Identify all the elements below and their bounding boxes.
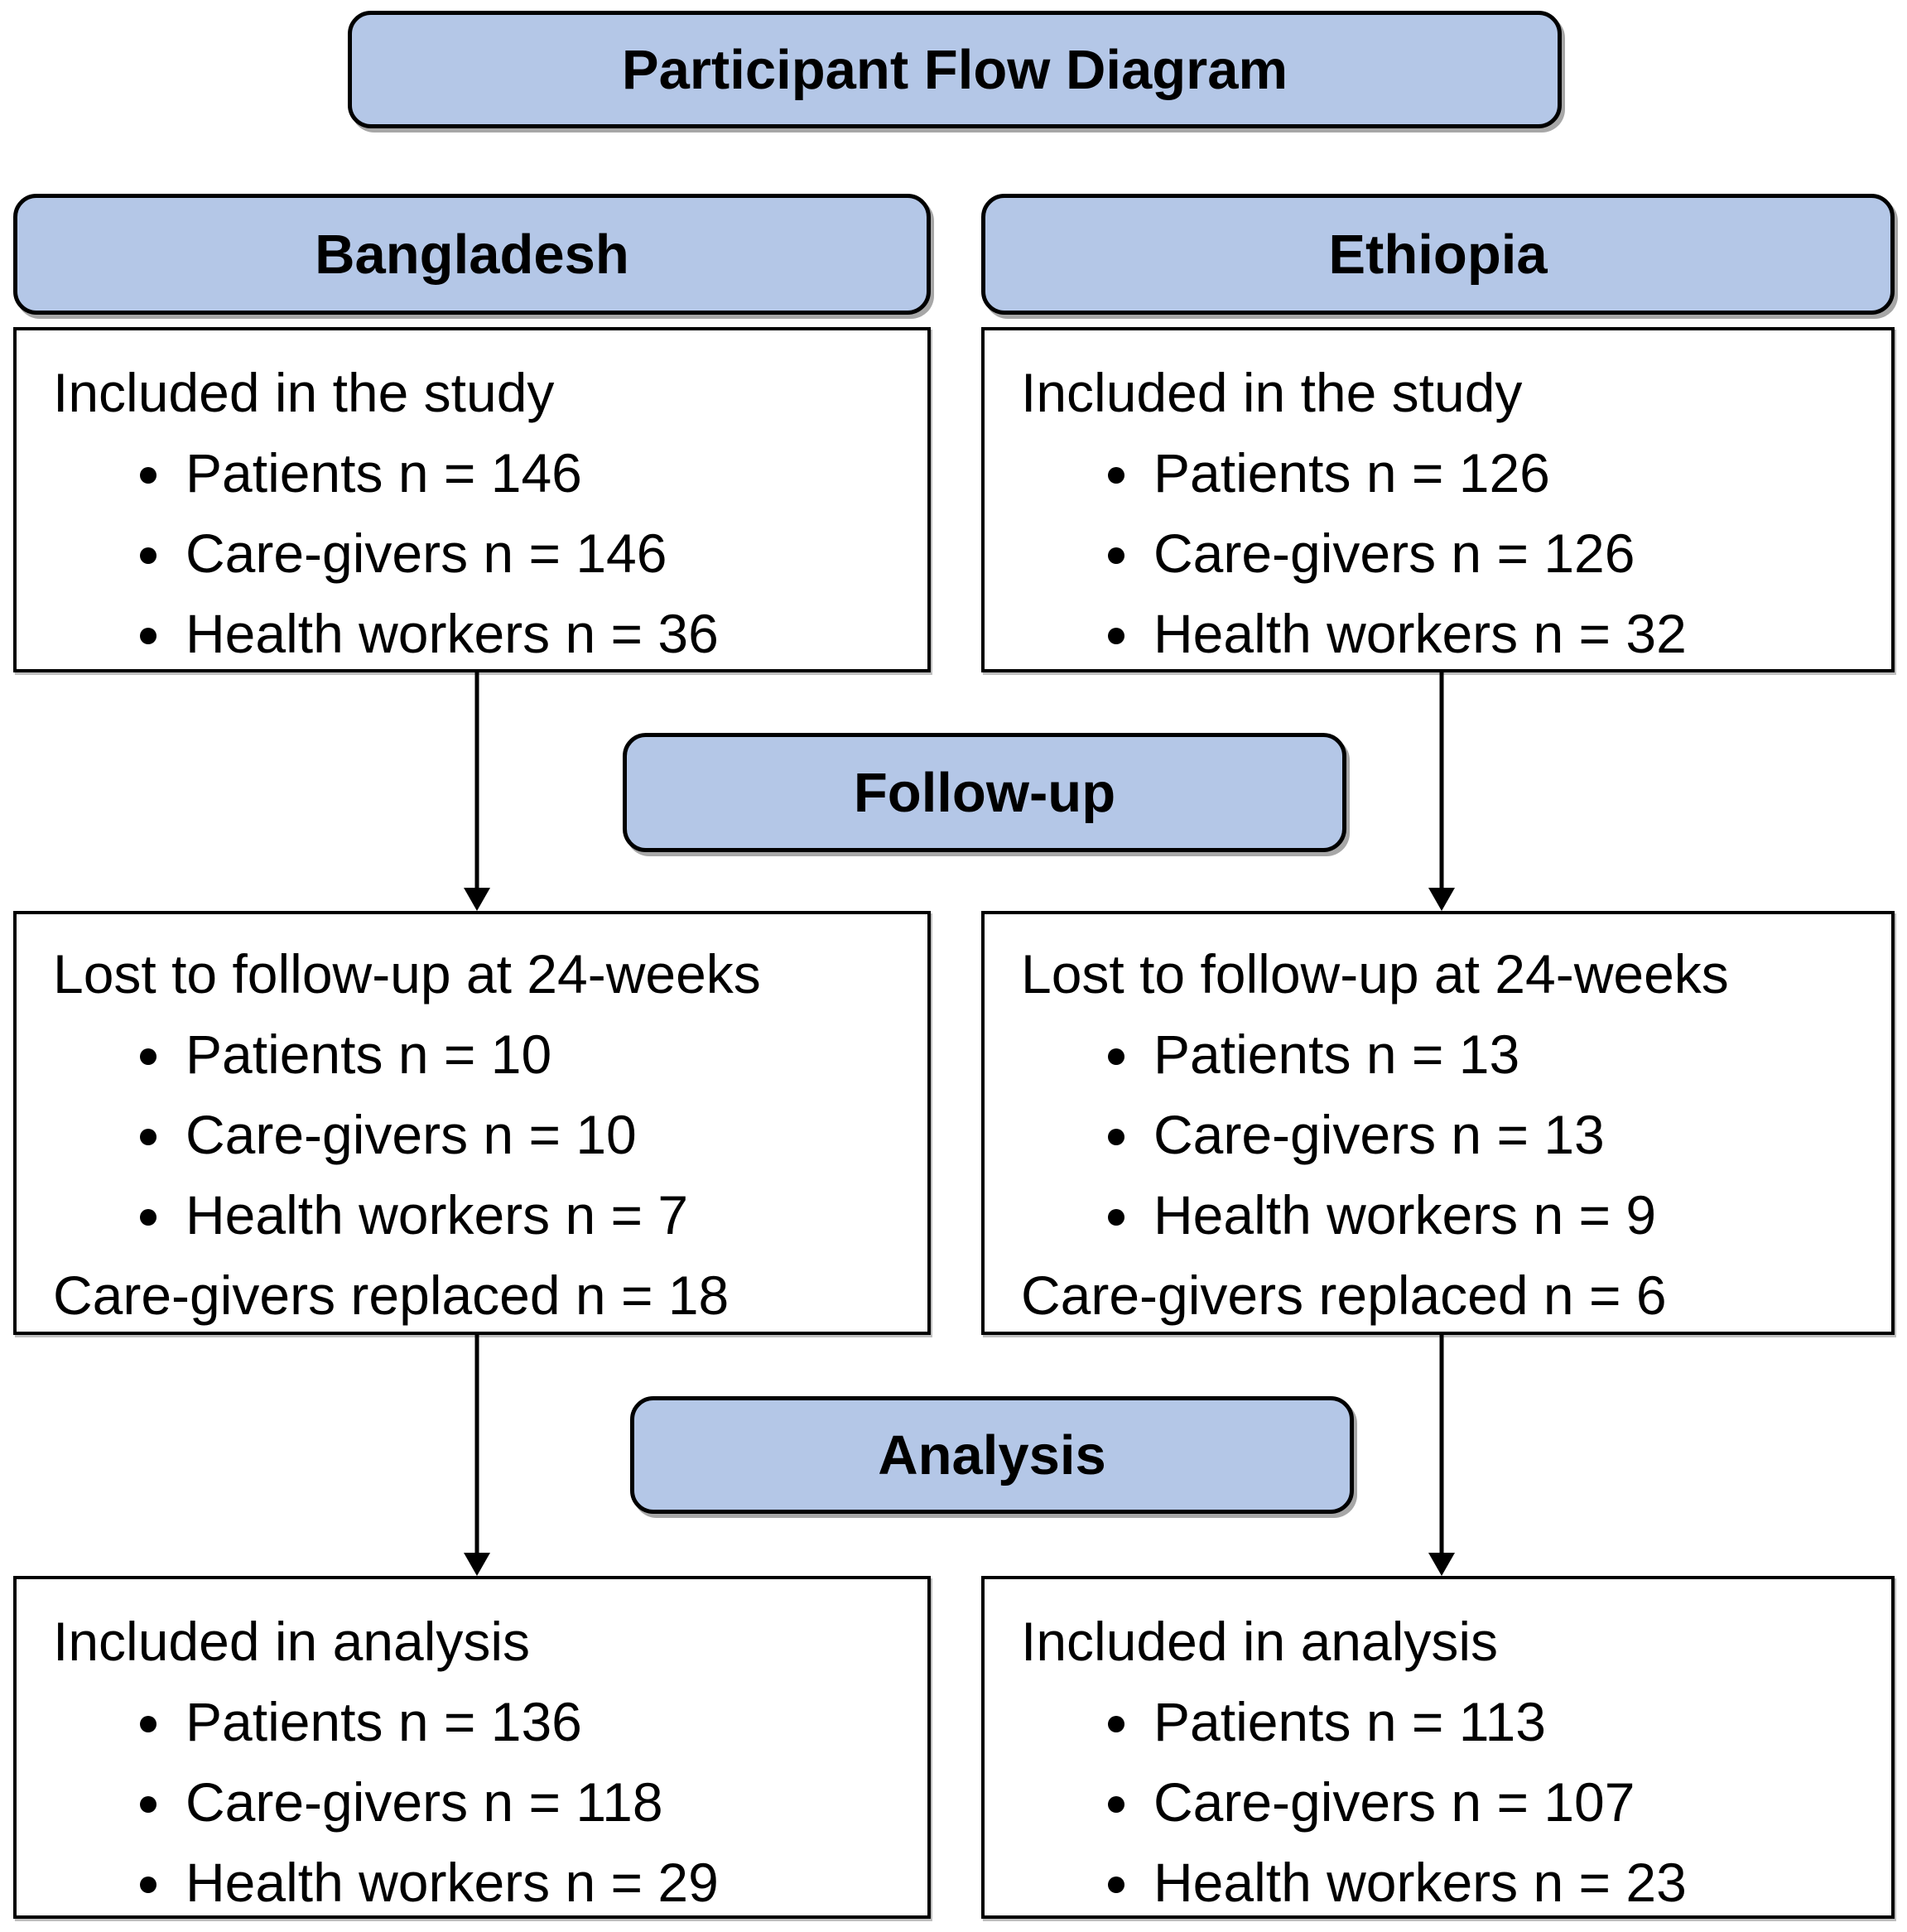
- box-heading: Included in analysis: [1021, 1611, 1499, 1672]
- arrow-head-icon: [464, 1553, 490, 1576]
- list-item: Health workers n = 32: [1147, 594, 1876, 674]
- bangladesh-included-in-analysis-box: Included in analysis Patients n = 136 Ca…: [13, 1576, 931, 1919]
- ethiopia-lost-to-followup-box: Lost to follow-up at 24-weeks Patients n…: [981, 911, 1895, 1335]
- column-header-ethiopia: Ethiopia: [981, 194, 1895, 315]
- bangladesh-lost-to-followup-box: Lost to follow-up at 24-weeks Patients n…: [13, 911, 931, 1335]
- list-item: Health workers n = 23: [1147, 1843, 1876, 1923]
- box-heading: Lost to follow-up at 24-weeks: [53, 943, 761, 1005]
- column-header-bangladesh: Bangladesh: [13, 194, 931, 315]
- caregivers-replaced-note: Care-givers replaced n = 6: [1021, 1265, 1667, 1326]
- arrow-head-icon: [464, 888, 490, 911]
- box-heading: Included in analysis: [53, 1611, 531, 1672]
- arrow-shaft: [474, 1335, 479, 1554]
- list-item: Patients n = 13: [1147, 1014, 1876, 1095]
- diagram-title: Participant Flow Diagram: [348, 11, 1562, 128]
- list-item: Care-givers n = 13: [1147, 1095, 1876, 1175]
- list-item: Health workers n = 36: [179, 594, 913, 674]
- box-heading: Included in the study: [53, 362, 555, 423]
- down-arrow-bangladesh-to-analysis: [464, 1335, 490, 1576]
- list-item: Care-givers n = 118: [179, 1762, 913, 1843]
- arrow-head-icon: [1428, 888, 1455, 911]
- stage-label-analysis: Analysis: [630, 1396, 1354, 1514]
- list-item: Patients n = 136: [179, 1682, 913, 1762]
- list-item: Health workers n = 7: [179, 1175, 913, 1255]
- list-item: Care-givers n = 10: [179, 1095, 913, 1175]
- list-item: Care-givers n = 107: [1147, 1762, 1876, 1843]
- list-item: Patients n = 113: [1147, 1682, 1876, 1762]
- stage-label-followup: Follow-up: [623, 733, 1346, 852]
- arrow-head-icon: [1428, 1553, 1455, 1576]
- down-arrow-bangladesh-to-followup: [464, 672, 490, 911]
- bullet-list: Patients n = 136 Care-givers n = 118 Hea…: [53, 1682, 913, 1923]
- bullet-list: Patients n = 10 Care-givers n = 10 Healt…: [53, 1014, 913, 1255]
- ethiopia-included-in-study-box: Included in the study Patients n = 126 C…: [981, 327, 1895, 672]
- down-arrow-ethiopia-to-analysis: [1428, 1335, 1455, 1576]
- list-item: Patients n = 10: [179, 1014, 913, 1095]
- list-item: Patients n = 146: [179, 433, 913, 513]
- list-item: Health workers n = 9: [1147, 1175, 1876, 1255]
- list-item: Care-givers n = 146: [179, 513, 913, 594]
- bangladesh-included-in-study-box: Included in the study Patients n = 146 C…: [13, 327, 931, 672]
- caregivers-replaced-note: Care-givers replaced n = 18: [53, 1265, 730, 1326]
- box-heading: Included in the study: [1021, 362, 1523, 423]
- bullet-list: Patients n = 126 Care-givers n = 126 Hea…: [1021, 433, 1876, 674]
- down-arrow-ethiopia-to-followup: [1428, 672, 1455, 911]
- list-item: Patients n = 126: [1147, 433, 1876, 513]
- bullet-list: Patients n = 146 Care-givers n = 146 Hea…: [53, 433, 913, 674]
- ethiopia-included-in-analysis-box: Included in analysis Patients n = 113 Ca…: [981, 1576, 1895, 1919]
- box-heading: Lost to follow-up at 24-weeks: [1021, 943, 1729, 1005]
- arrow-shaft: [474, 672, 479, 889]
- list-item: Health workers n = 29: [179, 1843, 913, 1923]
- list-item: Care-givers n = 126: [1147, 513, 1876, 594]
- arrow-shaft: [1439, 672, 1444, 889]
- bullet-list: Patients n = 13 Care-givers n = 13 Healt…: [1021, 1014, 1876, 1255]
- bullet-list: Patients n = 113 Care-givers n = 107 Hea…: [1021, 1682, 1876, 1923]
- arrow-shaft: [1439, 1335, 1444, 1554]
